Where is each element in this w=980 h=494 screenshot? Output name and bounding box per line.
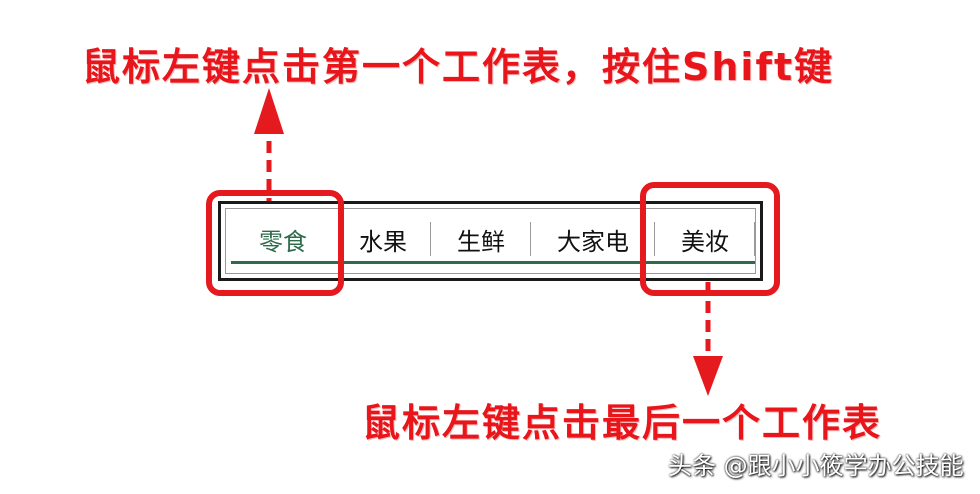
highlight-first-sheet (206, 190, 344, 296)
tab-separator (430, 222, 431, 256)
sheet-tab-cosmetics[interactable]: 美妆 (655, 218, 755, 264)
instruction-caption-bottom: 鼠标左键点击最后一个工作表 (362, 401, 883, 445)
sheet-tab-bar-inner (225, 208, 756, 274)
watermark: 头条 @跟小小筱学办公技能 (668, 452, 964, 480)
sheet-tab-fruit[interactable]: 水果 (335, 218, 431, 264)
sheet-tab-appliances[interactable]: 大家电 (531, 218, 655, 264)
sheet-tab-label: 零食 (259, 228, 307, 256)
sheet-tab-label: 大家电 (557, 228, 629, 256)
highlight-last-sheet (640, 182, 780, 296)
sheet-tab-bar: 零食 水果 生鲜 大家电 美妆 (218, 201, 763, 281)
tab-separator (654, 222, 655, 256)
instruction-caption-top: 鼠标左键点击第一个工作表，按住Shift键 (82, 45, 835, 89)
sheet-tab-label: 水果 (359, 228, 407, 256)
sheet-tab-fresh[interactable]: 生鲜 (431, 218, 531, 264)
tab-separator (754, 222, 755, 256)
arrow-down-icon (693, 282, 723, 396)
sheet-tab-label: 美妆 (681, 228, 729, 256)
sheet-tab-label: 生鲜 (457, 228, 505, 256)
sheet-tabs: 零食 水果 生鲜 大家电 美妆 (231, 218, 755, 264)
sheet-tab-snacks[interactable]: 零食 (231, 218, 335, 264)
tab-separator (530, 222, 531, 256)
arrow-up-icon (254, 88, 284, 210)
